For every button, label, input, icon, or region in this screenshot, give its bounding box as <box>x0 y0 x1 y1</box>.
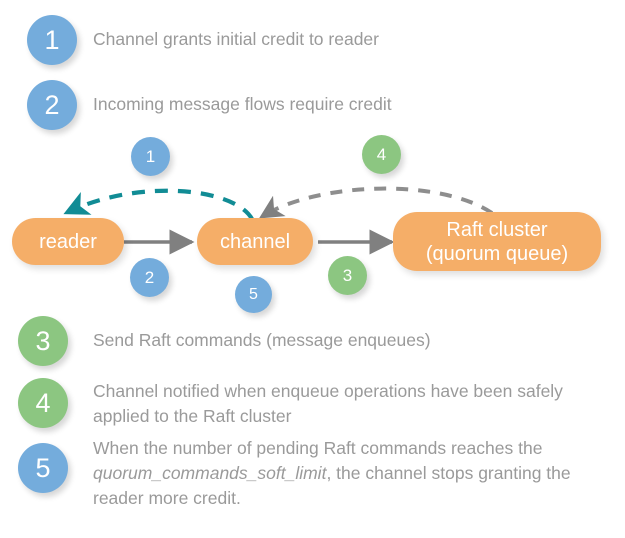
edge-channel-to-reader-credit <box>63 188 254 221</box>
marker-1-credit-grant: 1 <box>131 137 170 176</box>
node-channel[interactable]: channel <box>197 218 313 265</box>
legend-text-5-setting-name: quorum_commands_soft_limit <box>93 463 327 483</box>
node-reader[interactable]: reader <box>12 218 124 265</box>
legend-badge-2: 2 <box>27 80 77 130</box>
legend-text-5-after: , the channel stops granting the reader … <box>93 463 571 508</box>
node-raft-cluster[interactable]: Raft cluster (quorum queue) <box>393 212 601 271</box>
marker-2-message-flow: 2 <box>130 258 169 297</box>
marker-4-enqueue-notify: 4 <box>362 135 401 174</box>
node-raft-cluster-line1: Raft cluster <box>446 218 548 241</box>
legend-text-1: Channel grants initial credit to reader <box>93 29 379 49</box>
legend-badge-5: 5 <box>18 443 68 493</box>
legend-text-5-before: When the number of pending Raft commands… <box>93 438 543 458</box>
marker-5-soft-limit: 5 <box>235 276 272 313</box>
legend-badge-1: 1 <box>27 15 77 65</box>
marker-3-raft-commands: 3 <box>328 256 367 295</box>
legend-text-3: Send Raft commands (message enqueues) <box>93 330 431 350</box>
legend-badge-3: 3 <box>18 316 68 366</box>
legend-badge-4: 4 <box>18 378 68 428</box>
legend-text-4: Channel notified when enqueue operations… <box>93 381 563 426</box>
legend-text-5: When the number of pending Raft commands… <box>93 436 613 511</box>
legend-text-2: Incoming message flows require credit <box>93 94 392 114</box>
node-raft-cluster-line2: (quorum queue) <box>425 242 569 265</box>
